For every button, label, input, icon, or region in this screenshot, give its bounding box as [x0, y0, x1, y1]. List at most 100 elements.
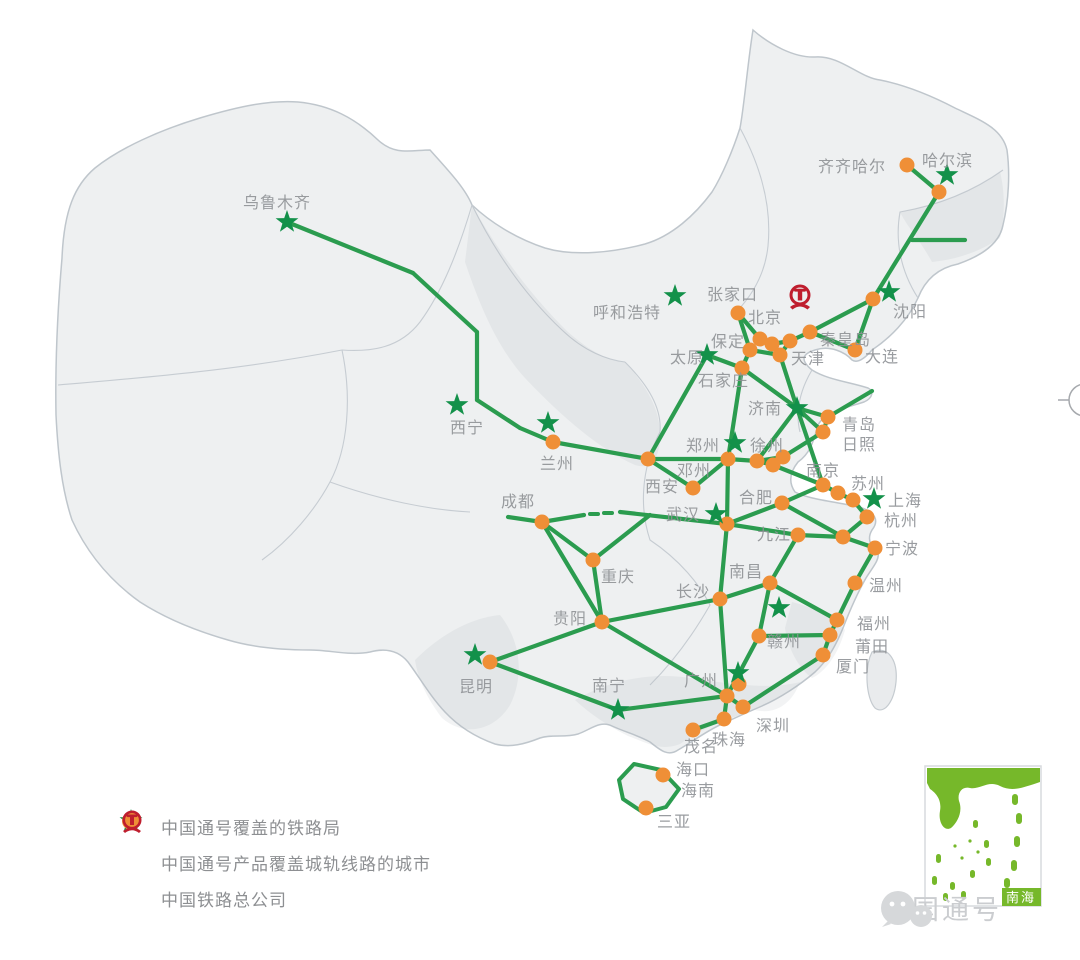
rail-line [550, 439, 651, 462]
city-label-zhengzhou: 郑州 [686, 436, 720, 455]
bureau-star-taiyuan [695, 343, 719, 365]
city-label-beijing: 北京 [748, 308, 782, 327]
city-dot-luoyang [640, 451, 656, 467]
city-dot-rizhao [815, 424, 831, 440]
city-label-nanjing: 南京 [806, 461, 840, 480]
city-dot-chongqing [585, 552, 601, 568]
city-label-sanya: 三亚 [657, 812, 691, 831]
rail-line [780, 429, 826, 460]
city-dot-zhengzhou [720, 451, 736, 467]
city-dot-nanjing [815, 477, 831, 493]
inset-frame [924, 765, 1042, 907]
inset-islands [932, 794, 1022, 901]
rail-line [717, 596, 730, 699]
city-label-tianjin: 天津 [791, 349, 825, 368]
city-dot-guangzhou [719, 688, 735, 704]
rail-line [487, 659, 621, 713]
rail-line [740, 652, 826, 710]
city-label-dalian: 大连 [865, 347, 899, 366]
bureau-star-guangzhou-bureau [726, 661, 750, 683]
bureau-label-urumqi: 乌鲁木齐 [243, 193, 311, 212]
province-shading [415, 172, 1004, 747]
city-label-hefei: 合肥 [739, 488, 773, 507]
city-label-xian: 西安 [645, 477, 679, 496]
city-label-maoming: 茂名 [684, 737, 718, 756]
city-dot-ganzhou [751, 628, 767, 644]
rail-line [756, 580, 773, 639]
city-dot-sanya [638, 800, 654, 816]
bureau-star-wuhan-bureau [704, 502, 728, 524]
rail-line [539, 519, 605, 625]
city-dot-xiamen [815, 647, 831, 663]
bureau-star-jinan [785, 396, 809, 418]
city-dot-ningbo [867, 540, 883, 556]
map-label-1: 邓州 [677, 461, 711, 480]
city-label-qingdao: 青岛 [842, 415, 876, 434]
city-dot-qiqihar [899, 157, 915, 173]
city-label-guiyang: 贵阳 [553, 609, 587, 628]
bureau-label-shanghai: 上海 [888, 491, 922, 510]
rail-line [717, 580, 773, 602]
china-base-map [55, 28, 1080, 754]
city-dot-shenyang-dot [865, 291, 881, 307]
rail-line [599, 596, 723, 625]
city-dot-wenzhou [847, 575, 863, 591]
bureau-star-harbin [935, 163, 959, 185]
city-label-shenzhen: 深圳 [756, 716, 790, 735]
city-label-hangzhou: 杭州 [884, 511, 918, 530]
bureau-star-nanning [606, 698, 630, 720]
city-label-haikou: 海口 [676, 760, 710, 779]
railway-logo-bar [794, 288, 806, 292]
legend-label: 中国铁路总公司 [161, 890, 287, 911]
rail-line [807, 329, 858, 353]
rail-line [794, 405, 826, 488]
bureau-star-shanghai [862, 487, 886, 509]
city-dot-xian [685, 480, 701, 496]
rail-line [767, 532, 801, 586]
city-label-wenzhou: 温州 [869, 576, 903, 595]
clipped-logo [1058, 384, 1080, 416]
rail-line [617, 509, 730, 527]
rail-line [724, 500, 785, 527]
inset-label-box [1002, 888, 1041, 906]
city-dot-wuxi [830, 485, 846, 501]
bureau-label-guangzhou-bureau: 广州 [684, 671, 718, 690]
city-label-chongqing: 重庆 [601, 567, 635, 586]
rail-line [852, 296, 876, 353]
rail-line [590, 512, 653, 563]
city-dot-hefei [774, 495, 790, 511]
rail-line [767, 580, 840, 623]
bureau-star-shenyang [877, 280, 901, 302]
city-dot-hangzhou [859, 509, 875, 525]
rail-line [795, 532, 846, 540]
city-dot-nanchang [762, 575, 778, 591]
city-dot-shenzhen [735, 699, 751, 715]
city-dot-lianyungang [775, 449, 791, 465]
rail-line [410, 270, 480, 335]
legend-row-city: 中国通号产品覆盖城轨线路的城市 [118, 812, 431, 880]
city-dot-wuhan [719, 516, 735, 532]
rail-line [717, 521, 730, 602]
city-dot-guiyang [594, 614, 610, 630]
bureau-star-urumqi [275, 210, 299, 232]
rail-line [690, 456, 731, 491]
map-label-2: 海南 [681, 781, 715, 800]
city-dot-lanzhou [545, 434, 561, 450]
bureau-label-kunming: 昆明 [459, 677, 493, 696]
bureau-label-nanning: 南宁 [592, 676, 626, 695]
rail-line [284, 219, 416, 276]
rail-line [724, 456, 731, 527]
bureau-star-hohhot [663, 284, 687, 306]
city-dot-zhuhai [716, 711, 732, 727]
bureau-label-jinan: 济南 [748, 399, 782, 418]
city-label-fuzhou: 福州 [857, 614, 891, 633]
city-label-qiqihar: 齐齐哈尔 [818, 157, 886, 176]
bureau-star-lanzhou-bureau [536, 411, 560, 433]
bureau-star-xining [445, 393, 469, 415]
inset-label: 南海 [1006, 890, 1036, 906]
rail-line [870, 189, 942, 302]
rail-line [770, 462, 826, 488]
city-label-suzhou: 苏州 [851, 474, 885, 493]
legend-row-bureau: 中国通号覆盖的铁路局 [118, 808, 431, 844]
